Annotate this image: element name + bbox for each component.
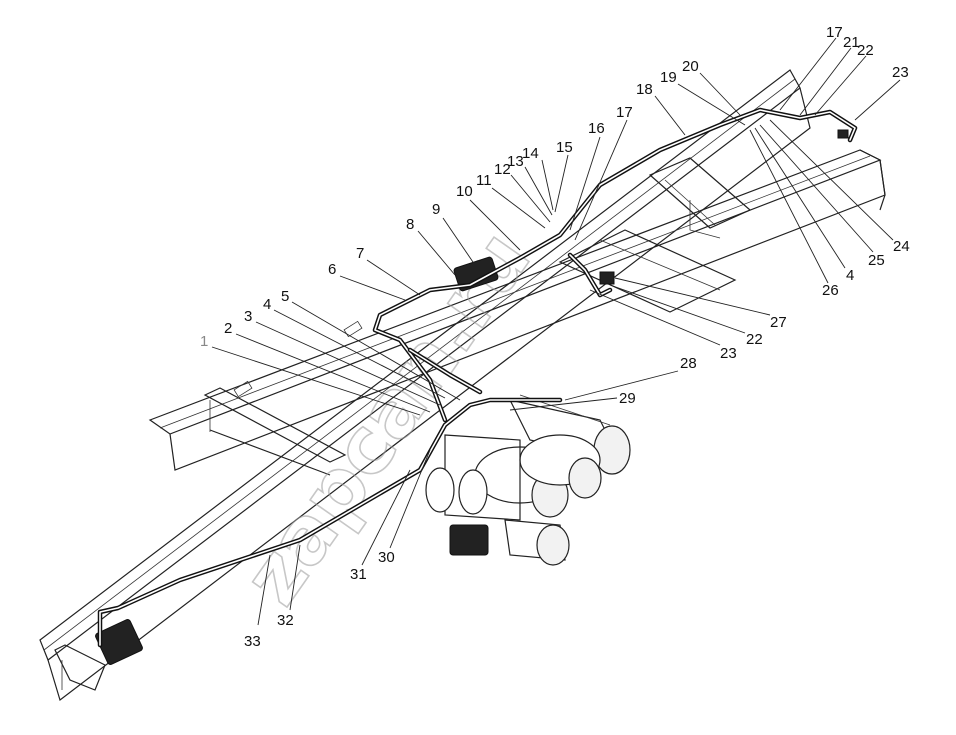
callout-12: 12 [494, 161, 511, 178]
callout-4-right: 4 [846, 267, 854, 284]
valve-blocks [95, 129, 849, 665]
callout-24: 24 [893, 238, 910, 255]
callout-23-lower: 23 [720, 345, 737, 362]
callout-22-upper: 22 [857, 42, 874, 59]
callout-17-upper: 17 [826, 24, 843, 41]
chassis-frame [39, 69, 886, 702]
brake-pipelines [97, 107, 858, 648]
callout-27: 27 [770, 314, 787, 331]
callout-25: 25 [868, 252, 885, 269]
callout-16: 16 [588, 120, 605, 137]
callout-7: 7 [356, 245, 364, 262]
callout-4: 4 [263, 296, 271, 313]
callout-8: 8 [406, 216, 414, 233]
callout-18: 18 [636, 81, 653, 98]
callout-9: 9 [432, 201, 440, 218]
air-receivers [425, 394, 631, 566]
callout-22-lower: 22 [746, 331, 763, 348]
callout-leaders [211, 37, 901, 626]
callout-5: 5 [281, 288, 289, 305]
callout-3: 3 [244, 308, 252, 325]
callout-20: 20 [682, 58, 699, 75]
callout-10: 10 [456, 183, 473, 200]
callout-labels: 1 2 3 4 5 6 7 8 9 10 11 12 13 14 15 16 1… [200, 24, 910, 650]
callout-2: 2 [224, 320, 232, 337]
callout-13: 13 [507, 153, 524, 170]
callout-30: 30 [378, 549, 395, 566]
callout-1: 1 [200, 333, 208, 350]
callout-19: 19 [660, 69, 677, 86]
callout-6: 6 [328, 261, 336, 278]
callout-29: 29 [619, 390, 636, 407]
callout-14: 14 [522, 145, 539, 162]
callout-33: 33 [244, 633, 261, 650]
callout-15: 15 [556, 139, 573, 156]
callout-26: 26 [822, 282, 839, 299]
callout-23-upper: 23 [892, 64, 909, 81]
callout-17-lower: 17 [616, 104, 633, 121]
callout-28: 28 [680, 355, 697, 372]
callout-31: 31 [350, 566, 367, 583]
callout-11: 11 [476, 172, 492, 189]
callout-32: 32 [277, 612, 294, 629]
callout-21: 21 [843, 34, 860, 51]
